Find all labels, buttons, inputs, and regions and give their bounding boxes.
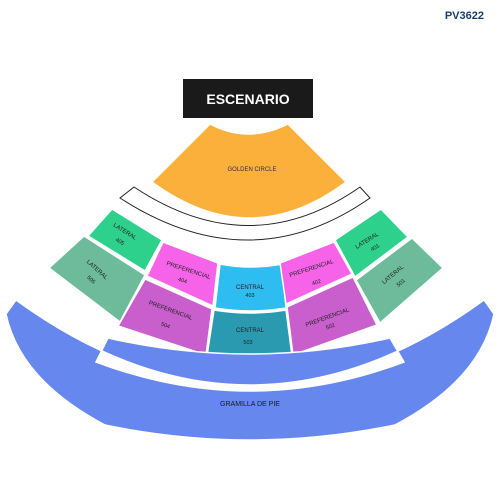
gramilla-label: GRAMILLA DE PIE bbox=[220, 401, 280, 408]
map-id: PV3622 bbox=[444, 10, 484, 22]
section-central-403[interactable]: CENTRAL 403 bbox=[214, 263, 287, 312]
section-central-503[interactable]: CENTRAL 503 bbox=[206, 309, 293, 360]
section-number: 504 bbox=[160, 322, 171, 331]
section-lateral-501[interactable]: LATERAL 501 bbox=[355, 237, 445, 325]
section-number: 403 bbox=[245, 293, 254, 299]
stage: ESCENARIO bbox=[183, 79, 313, 118]
golden-circle-label: GOLDEN CIRCLE bbox=[227, 167, 276, 173]
section-lateral-401[interactable]: LATERAL 401 bbox=[334, 208, 410, 279]
section-number: 405 bbox=[114, 237, 125, 247]
section-number: 402 bbox=[311, 279, 322, 288]
section-label: CENTRAL bbox=[236, 328, 265, 334]
section-number: 501 bbox=[396, 278, 407, 289]
section-golden-circle[interactable]: GOLDEN CIRCLE bbox=[150, 123, 348, 219]
section-number: 404 bbox=[177, 277, 188, 286]
section-gramilla-de-pie[interactable]: GRAMILLA DE PIE bbox=[5, 298, 495, 441]
section-number: 502 bbox=[325, 323, 336, 332]
section-number: 503 bbox=[243, 340, 252, 346]
section-preferencial-402[interactable]: PREFERENCIAL 402 bbox=[279, 241, 354, 306]
section-lateral-405[interactable]: LATERAL 405 bbox=[86, 208, 163, 273]
section-number: 505 bbox=[85, 275, 96, 286]
section-preferencial-502[interactable]: PREFERENCIAL 502 bbox=[286, 276, 379, 357]
section-preferencial-404[interactable]: PREFERENCIAL 404 bbox=[145, 241, 219, 308]
section-number: 401 bbox=[370, 243, 381, 253]
section-label: CENTRAL bbox=[236, 285, 265, 291]
empty-band bbox=[119, 186, 371, 241]
